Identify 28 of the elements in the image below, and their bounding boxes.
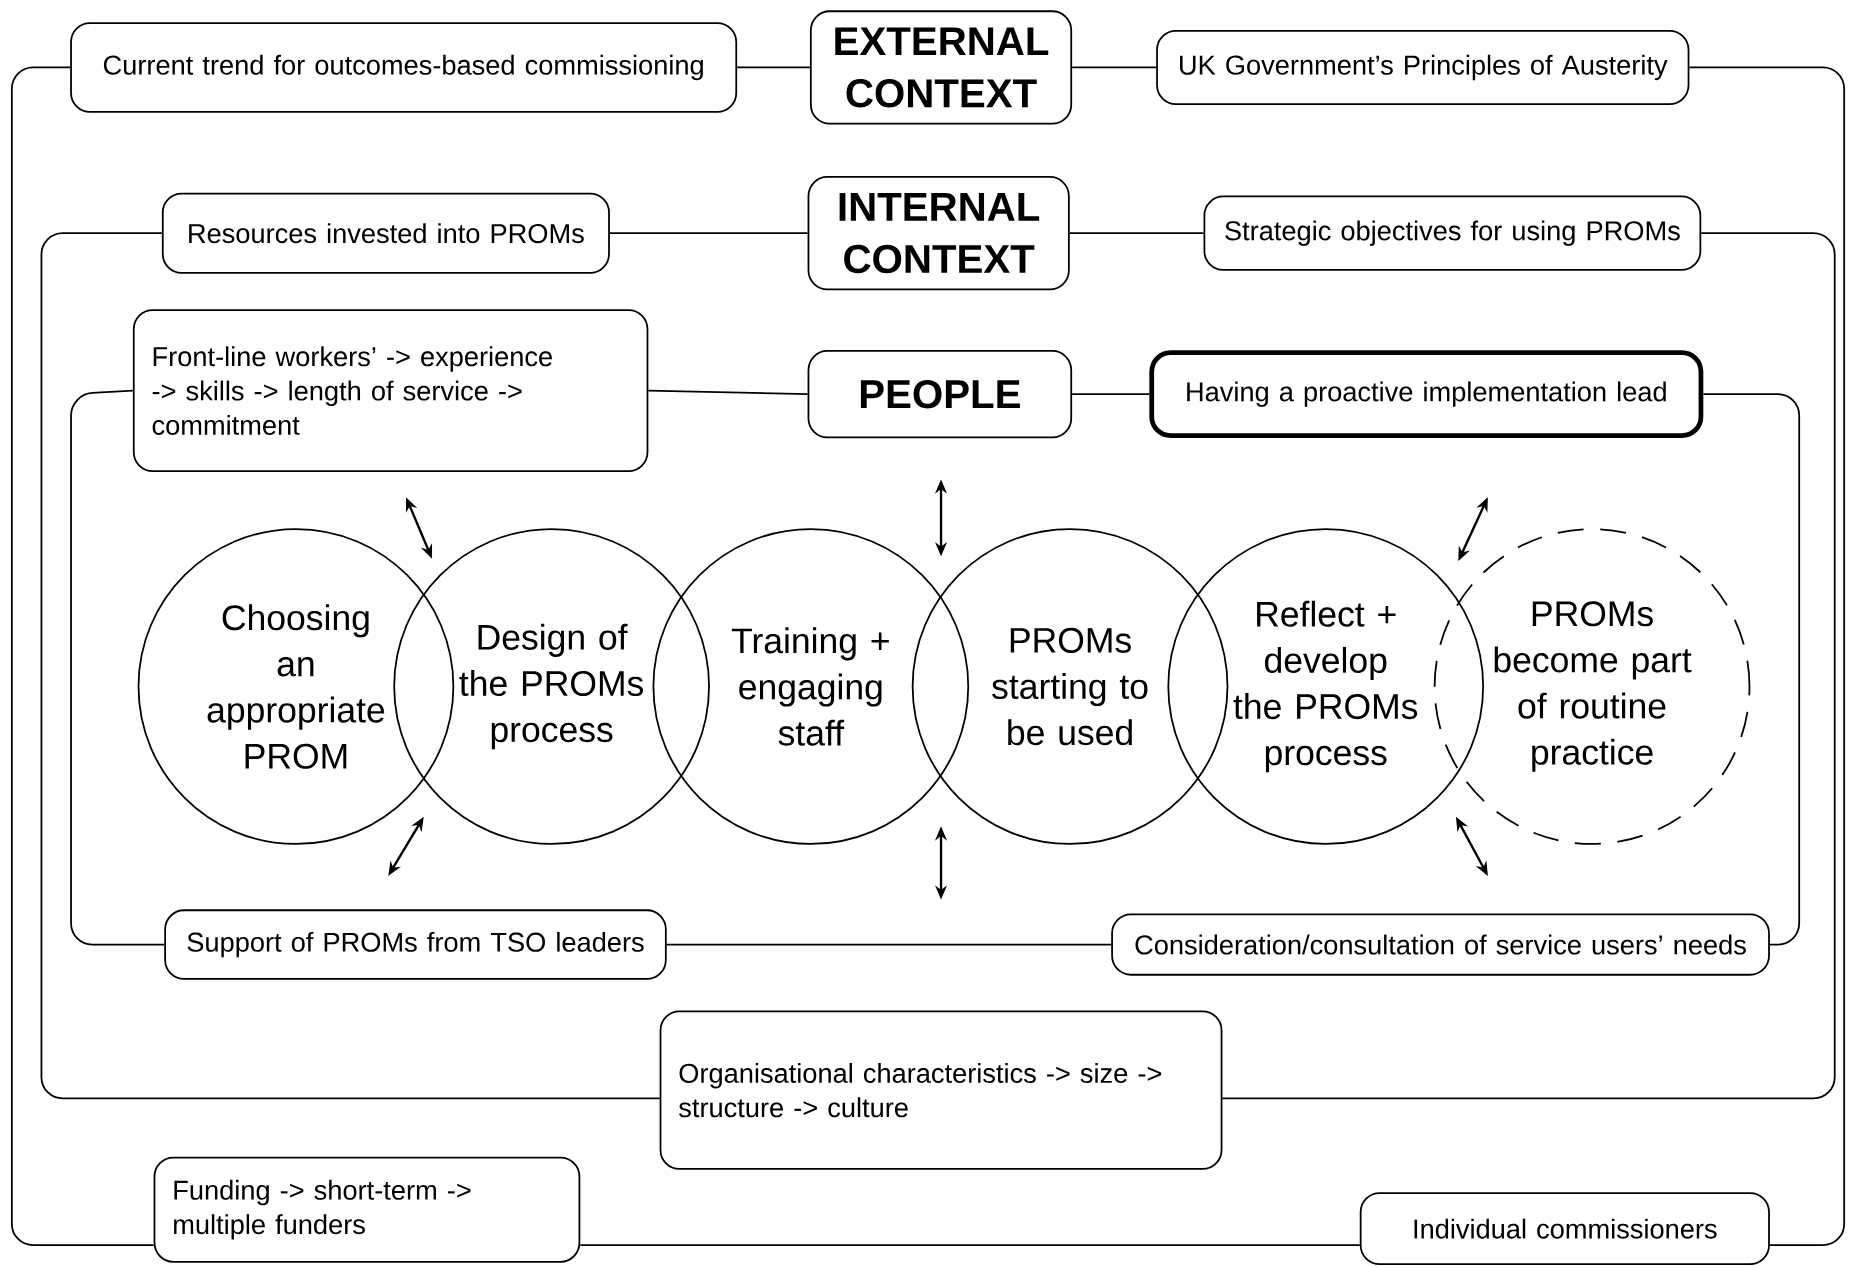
connector-line	[736, 66, 811, 69]
factor-box: Support of PROMs from TSO leaders	[164, 909, 667, 980]
factor-box: Individual commissioners	[1359, 1192, 1770, 1266]
factor-box: Organisational characteristics -> size -> structure -> culture	[659, 1010, 1223, 1170]
factor-box: Front-line workers’ -> experience -> skills -> length of service -> commitment	[132, 309, 649, 473]
connector-line	[579, 1244, 1361, 1247]
context-box: INTERNAL CONTEXT	[807, 176, 1070, 291]
connector-line	[1071, 393, 1151, 396]
context-box: EXTERNAL CONTEXT	[809, 10, 1073, 125]
connector-line	[70, 389, 166, 946]
connector-line	[1221, 232, 1836, 1100]
factor-box: UK Government’s Principles of Austerity	[1156, 30, 1690, 106]
connector-line	[1068, 232, 1205, 235]
context-box: PEOPLE	[807, 350, 1073, 439]
connector-line	[1688, 66, 1846, 1247]
factor-box: Consideration/consultation of service users’ needs	[1111, 913, 1770, 976]
factor-box: Having a proactive implementation lead	[1149, 350, 1704, 439]
connector-line	[10, 66, 155, 1247]
connector-line	[40, 232, 661, 1100]
factor-box: Strategic objectives for using PROMs	[1203, 195, 1702, 271]
connector-line	[1071, 66, 1158, 69]
connector-line	[609, 232, 809, 235]
factor-box: Resources invested into PROMs	[161, 192, 610, 274]
connector-line	[665, 943, 1113, 946]
factor-box: Current trend for outcomes-based commissioning	[70, 22, 738, 113]
connector-line	[1702, 393, 1801, 946]
factor-box: Funding -> short-term -> multiple funders	[153, 1156, 581, 1263]
connector-line	[647, 389, 809, 396]
